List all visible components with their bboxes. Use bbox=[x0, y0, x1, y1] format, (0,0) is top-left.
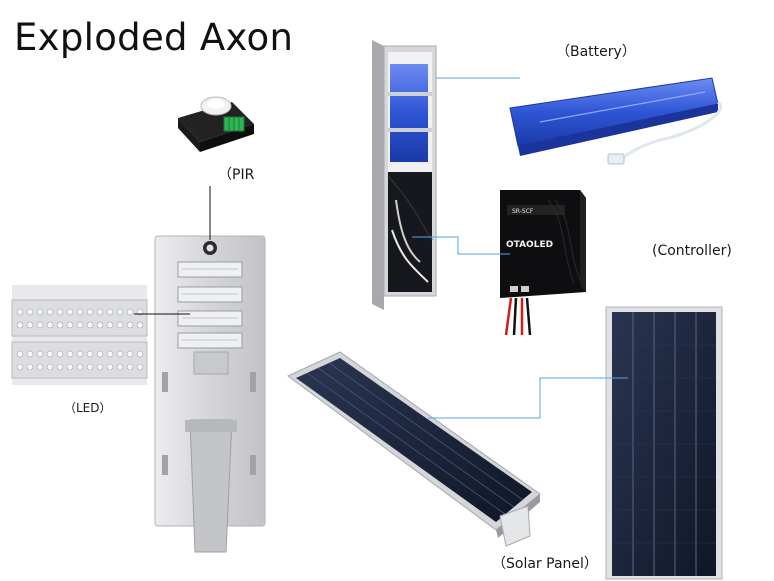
controller-model-text: SR-SCF bbox=[512, 208, 534, 215]
battery-pack bbox=[509, 77, 722, 165]
label-controller: (Controller) bbox=[652, 243, 732, 259]
leader-line-solar bbox=[428, 377, 628, 419]
pir-sensor-module bbox=[178, 96, 254, 152]
led-module-closeup bbox=[11, 285, 148, 385]
open-frame-housing bbox=[372, 40, 437, 310]
charge-controller: SR-SCF OTAOLED bbox=[500, 190, 586, 336]
label-battery: （Battery） bbox=[556, 44, 636, 60]
diagram-title: Exploded Axon bbox=[14, 16, 294, 59]
controller-brand-text: OTAOLED bbox=[506, 240, 553, 250]
solar-panel-angled bbox=[287, 351, 541, 547]
label-solar-panel: （Solar Panel） bbox=[492, 556, 598, 572]
label-led: （LED） bbox=[64, 401, 112, 415]
solar-panel-upright bbox=[605, 306, 723, 580]
street-lamp-body bbox=[154, 235, 266, 553]
leader-lines-dark bbox=[134, 186, 211, 315]
leader-lines bbox=[412, 77, 628, 419]
label-pir: （PIR bbox=[218, 167, 255, 183]
leader-line-controller bbox=[412, 236, 510, 255]
